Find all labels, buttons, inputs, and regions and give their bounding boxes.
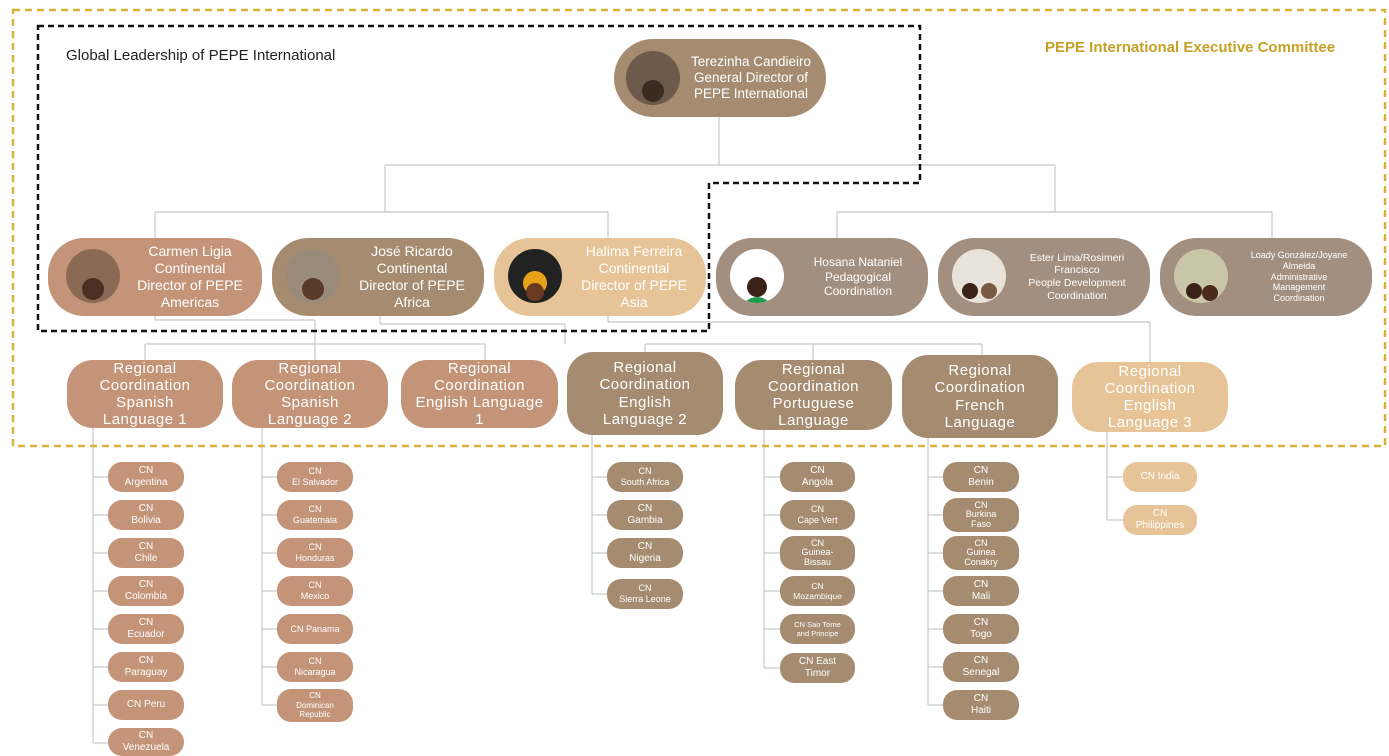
people-development-text: Ester Lima/Rosimeri Francisco People Dev… — [1028, 251, 1126, 302]
cn-venezuela[interactable]: CN Venezuela — [108, 728, 184, 756]
cn-guinea-conakry[interactable]: CN Guinea Conakry — [943, 536, 1019, 570]
cn-gambia[interactable]: CN Gambia — [607, 500, 683, 530]
continental-africa-node[interactable]: José Ricardo Continental Director of PEP… — [272, 238, 484, 316]
cn-panama[interactable]: CN Panama — [277, 614, 353, 644]
cn-togo[interactable]: CN Togo — [943, 614, 1019, 644]
cn-argentina[interactable]: CN Argentina — [108, 462, 184, 492]
cn-philippines[interactable]: CN Philippines — [1123, 505, 1197, 535]
cn-benin[interactable]: CN Benin — [943, 462, 1019, 492]
cn-chile[interactable]: CN Chile — [108, 538, 184, 568]
avatar — [66, 249, 120, 303]
pedagogical-coordination-node[interactable]: Hosana Nataniel Pedagogical Coordination — [716, 238, 928, 316]
cn-paraguay[interactable]: CN Paraguay — [108, 652, 184, 682]
committee-label: PEPE International Executive Committee — [1045, 39, 1336, 56]
cn-mozambique[interactable]: CN Mozambique — [780, 576, 855, 606]
cn-guatemala[interactable]: CN Guatemala — [277, 500, 353, 530]
administrative-management-text: Loady González/Joyane Almeida Administra… — [1250, 250, 1348, 304]
continental-asia-text: Halima Ferreira Continental Director of … — [581, 243, 687, 310]
continental-asia-node[interactable]: Halima Ferreira Continental Director of … — [494, 238, 706, 316]
avatar — [730, 249, 784, 303]
cn-burkina-faso[interactable]: CN Burkina Faso — [943, 498, 1019, 532]
regional-english-2[interactable]: Regional Coordination English Language 2 — [567, 352, 723, 435]
cn-dominican-republic[interactable]: CN Dominican Republic — [277, 689, 353, 722]
general-director-node[interactable]: Terezinha Candieiro General Director of … — [614, 39, 826, 117]
avatar — [626, 51, 680, 105]
cn-senegal[interactable]: CN Senegal — [943, 652, 1019, 682]
regional-spanish-1[interactable]: Regional Coordination Spanish Language 1 — [67, 360, 223, 428]
regional-english-3[interactable]: Regional Coordination English Language 3 — [1072, 362, 1228, 432]
global-leadership-label: Global Leadership of PEPE International — [66, 47, 336, 64]
cn-sao-tome[interactable]: CN Sao Tome and Principe — [780, 614, 855, 644]
administrative-management-node[interactable]: Loady González/Joyane Almeida Administra… — [1160, 238, 1372, 316]
cn-east-timor[interactable]: CN East Timor — [780, 653, 855, 683]
cn-honduras[interactable]: CN Honduras — [277, 538, 353, 568]
avatar — [952, 249, 1006, 303]
cn-el-salvador[interactable]: CN El Salvador — [277, 462, 353, 492]
people-development-node[interactable]: Ester Lima/Rosimeri Francisco People Dev… — [938, 238, 1150, 316]
global-leadership-border — [36, 24, 922, 333]
cn-haiti[interactable]: CN Haiti — [943, 690, 1019, 720]
regional-portuguese[interactable]: Regional Coordination Portuguese Languag… — [735, 360, 892, 430]
regional-english-1[interactable]: Regional Coordination English Language 1 — [401, 360, 558, 428]
cn-bolivia[interactable]: CN Bolivia — [108, 500, 184, 530]
cn-nigeria[interactable]: CN Nigeria — [607, 538, 683, 568]
avatar — [1174, 249, 1228, 303]
continental-americas-text: Carmen Ligia Continental Director of PEP… — [137, 243, 243, 310]
regional-spanish-2[interactable]: Regional Coordination Spanish Language 2 — [232, 360, 388, 428]
avatar — [508, 249, 562, 303]
cn-guinea-bissau[interactable]: CN Guinea- Bissau — [780, 536, 855, 570]
cn-ecuador[interactable]: CN Ecuador — [108, 614, 184, 644]
continental-americas-node[interactable]: Carmen Ligia Continental Director of PEP… — [48, 238, 262, 316]
cn-mali[interactable]: CN Mali — [943, 576, 1019, 606]
general-director-text: Terezinha Candieiro General Director of … — [690, 53, 812, 102]
cn-nicaragua[interactable]: CN Nicaragua — [277, 652, 353, 682]
cn-peru[interactable]: CN Peru — [108, 690, 184, 720]
cn-south-africa[interactable]: CN South Africa — [607, 462, 683, 492]
regional-french[interactable]: Regional Coordination French Language — [902, 355, 1058, 438]
cn-colombia[interactable]: CN Colombia — [108, 576, 184, 606]
executive-committee-border — [11, 8, 1387, 448]
avatar — [286, 249, 340, 303]
cn-mexico[interactable]: CN Mexico — [277, 576, 353, 606]
cn-sierra-leone[interactable]: CN Sierra Leone — [607, 579, 683, 609]
continental-africa-text: José Ricardo Continental Director of PEP… — [359, 243, 465, 310]
pedagogical-coordination-text: Hosana Nataniel Pedagogical Coordination — [813, 255, 903, 299]
cn-cape-vert[interactable]: CN Cape Vert — [780, 500, 855, 530]
cn-india[interactable]: CN India — [1123, 462, 1197, 492]
cn-angola[interactable]: CN Angola — [780, 462, 855, 492]
